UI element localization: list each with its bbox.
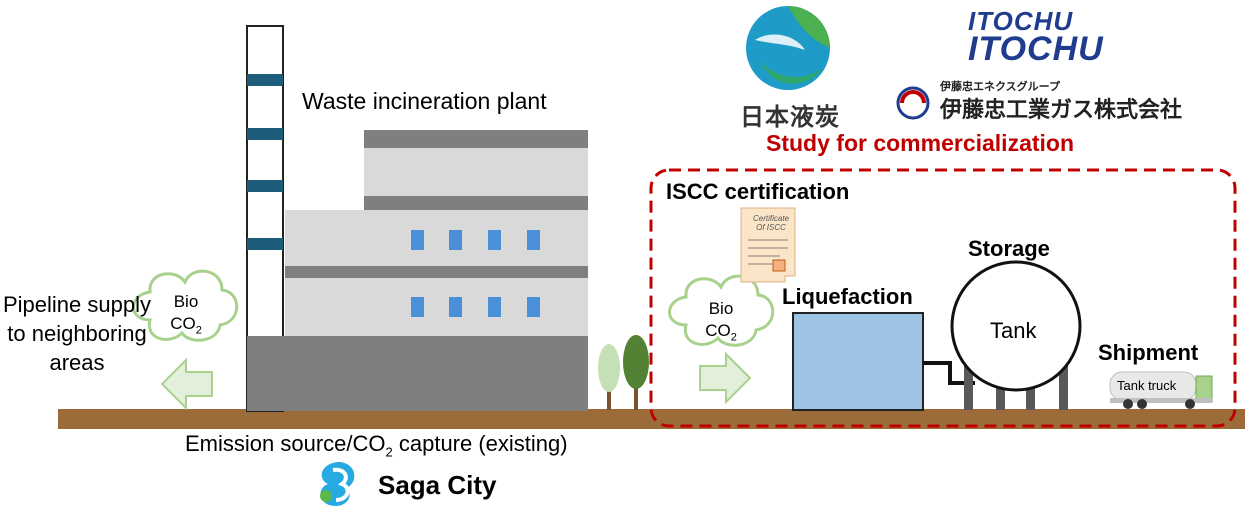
itochu-logo-main: ITOCHU: [968, 30, 1104, 68]
storage-tank: [950, 260, 1082, 392]
nihon-ekitan-logo-mark: [746, 6, 830, 90]
emission-prefix: Emission source/CO: [185, 431, 386, 456]
bio-cloud-left: [132, 269, 239, 342]
left-arrow: [160, 357, 213, 411]
bio-text-right: Bio: [708, 299, 734, 318]
iscc-certification-label: ISCC certification: [666, 179, 850, 204]
saga-city-logo-mark: [320, 462, 355, 506]
certificate-line1: Certificate: [752, 214, 789, 223]
saga-city-name: Saga City: [378, 470, 497, 500]
co-text: CO: [170, 314, 196, 333]
certificate-line2: Of ISCC: [756, 223, 786, 232]
sub2-text: 2: [195, 324, 202, 337]
bio-text: Bio: [173, 292, 199, 311]
nihon-ekitan-name: 日本液炭: [740, 104, 840, 131]
study-title: Study for commercialization: [766, 130, 1075, 156]
emission-label: Emission source/CO2 capture (existing): [185, 431, 568, 459]
certificate-text: Certificate Of ISCC: [749, 214, 793, 232]
liquefaction-unit: [792, 312, 924, 411]
pipeline-label: Pipeline supply to neighboring areas: [3, 292, 151, 375]
incineration-plant: [247, 130, 588, 411]
ground: [58, 409, 1245, 429]
itochu-logo-upper: ITOCHU: [968, 6, 1074, 36]
emission-suffix: capture (existing): [392, 431, 568, 456]
bio-cloud-right: [668, 274, 775, 347]
certificate-icon: [740, 207, 796, 283]
plant-title: Waste incineration plant: [302, 88, 547, 114]
tank-legs: [964, 362, 1068, 410]
bio-co2-right: Bio CO2: [681, 298, 761, 348]
trees: [598, 335, 649, 410]
co-text-right: CO: [705, 321, 731, 340]
tank-truck: [1109, 371, 1213, 409]
right-arrow: [699, 351, 752, 405]
study-area-border: [649, 168, 1237, 428]
itochu-gas-logo-mark: [896, 86, 930, 120]
tank-truck-label: Tank truck: [1117, 378, 1177, 393]
shipment-label: Shipment: [1098, 340, 1199, 365]
itochu-industrial-gas-name: 伊藤忠工業ガス株式会社: [940, 97, 1183, 122]
liquefaction-label: Liquefaction: [782, 284, 913, 309]
itochu-enex-group: 伊藤忠エネクスグループ: [940, 81, 1061, 93]
emission-sub2: 2: [385, 444, 393, 460]
plant-windows: [411, 230, 540, 317]
storage-label: Storage: [968, 236, 1050, 261]
connecting-pipe: [923, 361, 975, 385]
tank-label: Tank: [990, 318, 1037, 343]
bio-co2-left: Bio CO2: [146, 291, 226, 341]
sub2-text-right: 2: [730, 331, 737, 344]
